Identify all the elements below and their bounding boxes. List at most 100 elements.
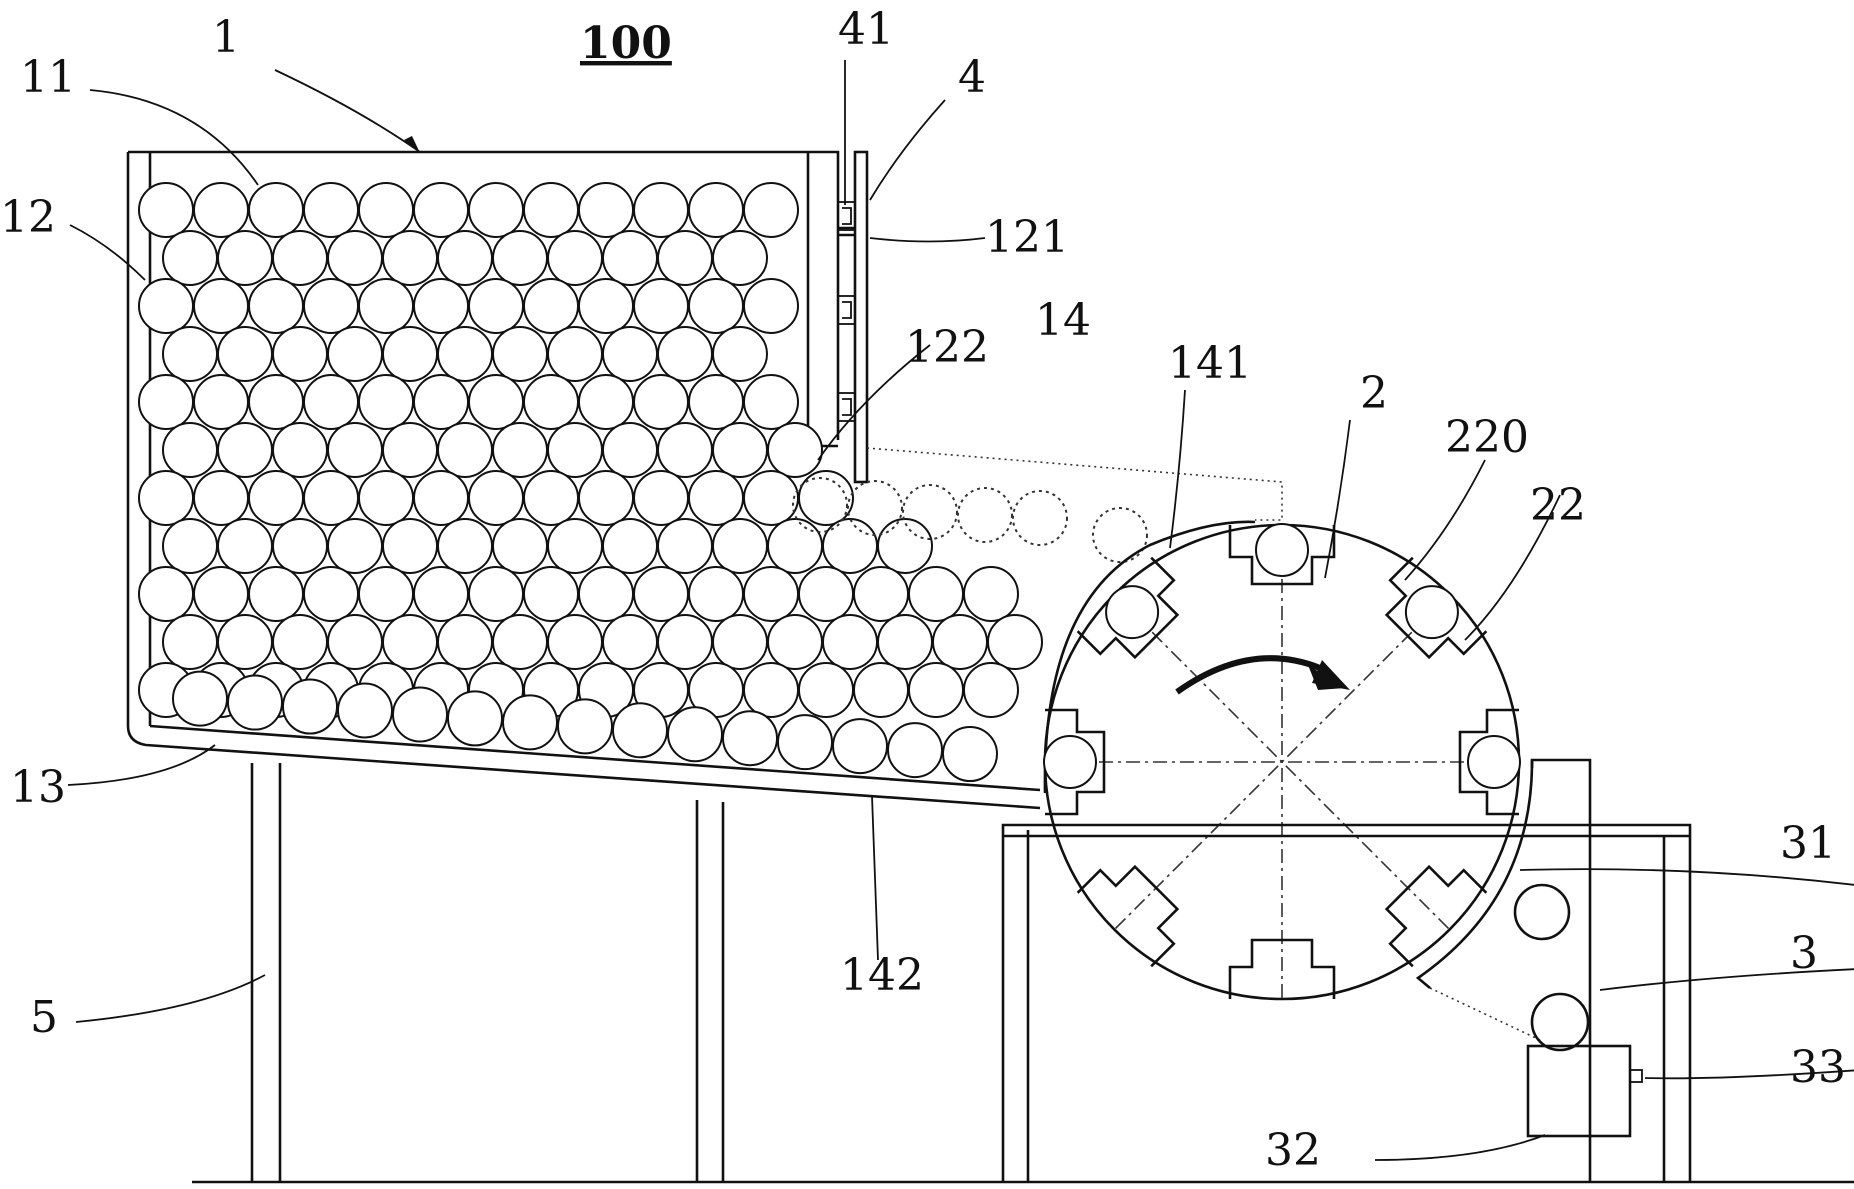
ball (634, 567, 688, 621)
ball (668, 707, 722, 761)
ball (249, 183, 303, 237)
ball (383, 327, 437, 381)
ball (548, 327, 602, 381)
ball (744, 567, 798, 621)
label-4: 4 (958, 52, 986, 103)
ball (448, 691, 502, 745)
ball (383, 519, 437, 573)
dashed-ball (1013, 491, 1067, 545)
ball (273, 327, 327, 381)
ball (304, 279, 358, 333)
ball (744, 375, 798, 429)
ball (823, 519, 877, 573)
ball (163, 519, 217, 573)
dashed-ball (958, 488, 1012, 542)
ball (768, 519, 822, 573)
ball (194, 183, 248, 237)
rotary-wheel (1044, 522, 1520, 999)
dashed-ball (848, 481, 902, 535)
ball (383, 231, 437, 285)
ball (579, 279, 633, 333)
ball (744, 471, 798, 525)
ball (328, 231, 382, 285)
ball (438, 423, 492, 477)
label-12: 12 (0, 192, 56, 243)
ball (964, 663, 1018, 717)
ball (469, 567, 523, 621)
label-31: 31 (1780, 818, 1836, 869)
ball (744, 183, 798, 237)
ball (909, 567, 963, 621)
ball (194, 279, 248, 333)
ball (414, 375, 468, 429)
ball (833, 719, 887, 773)
ball (768, 615, 822, 669)
ball (689, 183, 743, 237)
ball (228, 676, 282, 730)
ball (304, 471, 358, 525)
ball (328, 615, 382, 669)
wheel-pocket (1460, 710, 1520, 814)
ball (799, 567, 853, 621)
ball (524, 375, 578, 429)
ball (194, 471, 248, 525)
ball (799, 663, 853, 717)
ball (163, 615, 217, 669)
label-32: 32 (1265, 1125, 1321, 1176)
label-142: 142 (840, 950, 924, 1001)
ball (689, 375, 743, 429)
label-3: 3 (1790, 928, 1818, 979)
ball (603, 423, 657, 477)
ball (173, 672, 227, 726)
ball (579, 375, 633, 429)
ball (988, 615, 1042, 669)
ball (689, 279, 743, 333)
ball (493, 231, 547, 285)
ball (854, 567, 908, 621)
ball (548, 519, 602, 573)
ball (139, 471, 193, 525)
label-41: 41 (838, 4, 894, 55)
label-13: 13 (10, 762, 66, 813)
ball (493, 327, 547, 381)
label-121: 121 (985, 212, 1069, 263)
ball (438, 615, 492, 669)
ball (713, 615, 767, 669)
ball (139, 375, 193, 429)
ball (139, 279, 193, 333)
ball (634, 471, 688, 525)
ball (603, 519, 657, 573)
ball (414, 471, 468, 525)
ball (359, 471, 413, 525)
ball (579, 183, 633, 237)
ball (249, 471, 303, 525)
label-14: 14 (1035, 295, 1091, 346)
ball (469, 279, 523, 333)
ball (548, 231, 602, 285)
ball (579, 567, 633, 621)
ball (713, 327, 767, 381)
ball (383, 615, 437, 669)
ball (328, 423, 382, 477)
label-122: 122 (905, 322, 989, 373)
ball (493, 615, 547, 669)
ball (163, 327, 217, 381)
ball (273, 615, 327, 669)
ball (218, 423, 272, 477)
label-11: 11 (20, 52, 76, 103)
ball (524, 279, 578, 333)
ball (658, 519, 712, 573)
ball (634, 183, 688, 237)
ball (524, 567, 578, 621)
ball (634, 279, 688, 333)
ball (603, 231, 657, 285)
ball (414, 567, 468, 621)
ball (218, 519, 272, 573)
ball (163, 231, 217, 285)
ball (194, 567, 248, 621)
dashed-ball (903, 485, 957, 539)
pocket-ball (1044, 736, 1096, 788)
label-5: 5 (30, 992, 58, 1043)
ball (438, 231, 492, 285)
ball (613, 703, 667, 757)
